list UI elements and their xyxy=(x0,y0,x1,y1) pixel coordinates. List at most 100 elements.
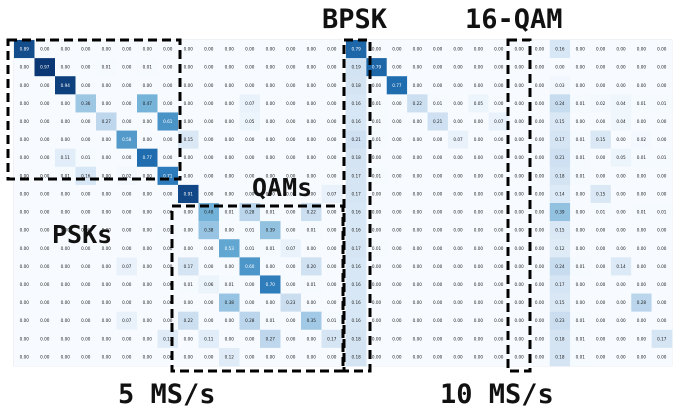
heatmap-cell-label: 0.00 xyxy=(327,173,337,178)
heatmap-cell-label: 0.00 xyxy=(163,191,173,196)
heatmap-cell xyxy=(260,203,281,222)
heatmap-cell xyxy=(198,130,220,149)
heatmap-cell xyxy=(447,221,469,240)
heatmap-cell-label: 0.00 xyxy=(474,65,484,70)
heatmap-cell-label: 0.24 xyxy=(555,101,565,106)
heatmap-cell xyxy=(137,293,158,312)
heatmap-cell-label: 0.27 xyxy=(102,119,112,124)
heatmap-cell xyxy=(321,311,343,330)
heatmap-cell-label: 0.00 xyxy=(81,65,91,70)
heatmap-cell-label: 0.00 xyxy=(474,246,484,251)
heatmap-cell xyxy=(590,239,612,258)
heatmap-cell xyxy=(301,166,322,186)
heatmap-cell xyxy=(488,347,510,367)
heatmap-cell-label: 0.18 xyxy=(555,336,565,341)
heatmap-cell-label: 0.18 xyxy=(352,155,362,160)
heatmap-cell-label: 0.00 xyxy=(245,354,255,359)
heatmap-cell-label: 0.00 xyxy=(81,354,91,359)
heatmap-cell xyxy=(590,76,612,95)
heatmap-cell xyxy=(219,257,240,276)
heatmap-cell-label: 0.00 xyxy=(327,354,337,359)
heatmap-cell-label: 0.00 xyxy=(515,191,525,196)
heatmap-cell xyxy=(239,203,261,222)
heatmap-cell xyxy=(447,130,469,149)
heatmap-cell xyxy=(386,148,408,167)
heatmap-cell-label: 0.00 xyxy=(245,336,255,341)
heatmap-cell-label: 0.00 xyxy=(40,336,50,341)
heatmap-cell-label: 0.00 xyxy=(413,246,423,251)
heatmap-cell xyxy=(427,329,449,349)
heatmap-cell-label: 0.35 xyxy=(307,318,317,323)
heatmap-cell-label: 0.00 xyxy=(515,318,525,323)
heatmap-cell xyxy=(116,329,138,349)
heatmap-cell-label: 0.00 xyxy=(433,173,443,178)
heatmap-cell-label: 0.00 xyxy=(596,264,606,269)
heatmap-cell xyxy=(321,203,343,222)
heatmap-cell xyxy=(570,275,591,294)
heatmap-cell xyxy=(178,203,199,222)
heatmap-cell-label: 0.00 xyxy=(474,300,484,305)
heatmap-cell xyxy=(137,311,158,330)
heatmap-cell xyxy=(116,184,138,204)
heatmap-cell-label: 0.01 xyxy=(372,101,382,106)
heatmap-cell xyxy=(219,203,240,222)
heatmap-cell xyxy=(137,40,158,59)
heatmap-cell xyxy=(116,347,138,367)
heatmap-cell-label: 0.00 xyxy=(184,47,194,52)
heatmap-cell xyxy=(610,221,632,240)
heatmap-cell-label: 0.00 xyxy=(453,228,463,233)
heatmap-cell xyxy=(219,130,240,149)
heatmap-cell-label: 0.00 xyxy=(657,47,667,52)
heatmap-cell xyxy=(366,40,387,59)
heatmap-cell xyxy=(301,293,322,312)
heatmap-cell xyxy=(55,76,76,95)
heatmap-cell xyxy=(346,203,367,222)
heatmap-cell-label: 0.04 xyxy=(616,101,626,106)
heatmap-cell xyxy=(116,275,138,294)
heatmap-cell xyxy=(366,76,387,95)
heatmap-cell-label: 0.00 xyxy=(327,119,337,124)
heatmap-cell-label: 0.58 xyxy=(122,137,132,142)
heatmap-cell xyxy=(96,40,117,59)
heatmap-cell-label: 0.00 xyxy=(143,354,153,359)
heatmap-cell-label: 0.00 xyxy=(286,191,296,196)
heatmap-cell xyxy=(55,184,76,204)
heatmap-cell-label: 0.00 xyxy=(535,264,545,269)
heatmap-cell xyxy=(34,329,56,349)
heatmap-cell-label: 0.00 xyxy=(81,318,91,323)
heatmap-cell xyxy=(280,239,302,258)
heatmap-cell xyxy=(529,94,550,113)
heatmap-cell xyxy=(75,257,97,276)
heatmap-cell-label: 0.00 xyxy=(122,65,132,70)
heatmap-cell-label: 0.00 xyxy=(576,47,586,52)
heatmap-cell xyxy=(301,275,322,294)
heatmap-cell-label: 0.00 xyxy=(515,119,525,124)
heatmap-cell-label: 0.00 xyxy=(453,354,463,359)
heatmap-cell xyxy=(488,329,510,349)
heatmap-cell-label: 0.00 xyxy=(327,264,337,269)
heatmap-cell-label: 0.00 xyxy=(163,101,173,106)
heatmap-cell xyxy=(386,329,408,349)
heatmap-cell-label: 0.02 xyxy=(637,137,647,142)
heatmap-cell xyxy=(239,112,261,131)
heatmap-cell-label: 0.00 xyxy=(494,47,504,52)
heatmap-cell xyxy=(239,329,261,349)
heatmap-cell-label: 0.00 xyxy=(515,228,525,233)
heatmap-cell xyxy=(260,112,281,131)
heatmap-cell xyxy=(75,293,97,312)
heatmap-cell-label: 0.16 xyxy=(352,300,362,305)
heatmap-cell xyxy=(590,257,612,276)
heatmap-cell xyxy=(34,130,56,149)
heatmap-cell-label: 0.00 xyxy=(596,282,606,287)
heatmap-cell xyxy=(549,293,571,312)
heatmap-cell-label: 0.00 xyxy=(40,137,50,142)
heatmap-cell-label: 0.00 xyxy=(204,246,214,251)
heatmap-cell-label: 0.00 xyxy=(163,65,173,70)
heatmap-cell-label: 0.00 xyxy=(40,210,50,215)
heatmap-cell xyxy=(509,275,530,294)
heatmap-cell-label: 0.16 xyxy=(352,119,362,124)
heatmap-cell-label: 0.00 xyxy=(637,264,647,269)
heatmap-cell-label: 0.00 xyxy=(307,336,317,341)
heatmap-cell xyxy=(631,112,652,131)
heatmap-cell-label: 0.00 xyxy=(433,264,443,269)
